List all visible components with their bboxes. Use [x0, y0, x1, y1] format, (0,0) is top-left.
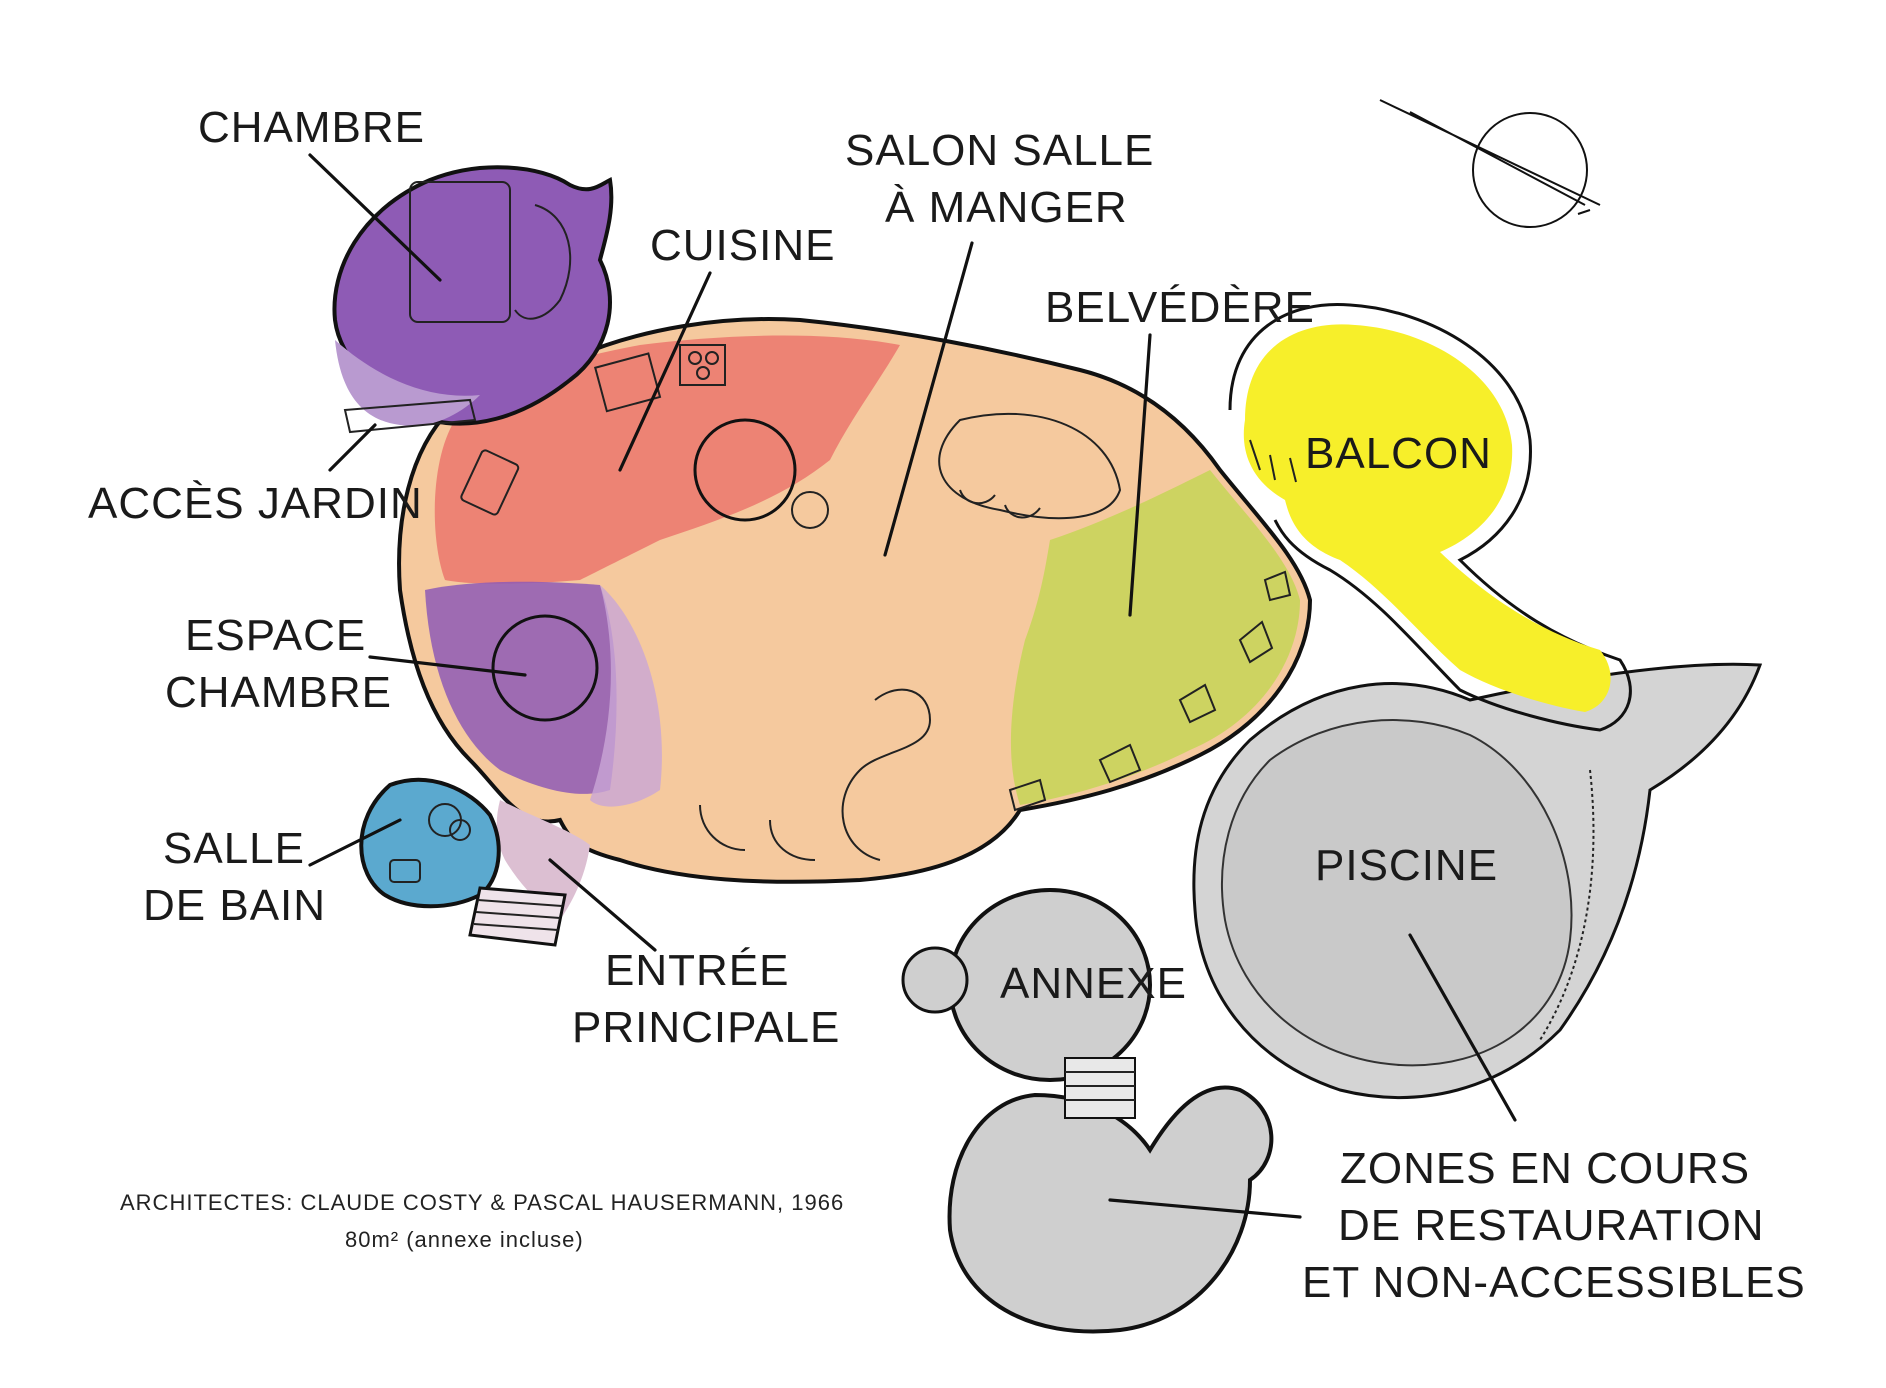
- north-arrow-icon: [1379, 99, 1601, 228]
- label-zones-2: DE RESTAURATION: [1338, 1201, 1765, 1250]
- label-espace-chambre-1: ESPACE: [185, 611, 366, 660]
- label-cuisine: CUISINE: [650, 221, 835, 270]
- belvedere-area: [1010, 470, 1300, 805]
- chambre-zone: [332, 165, 614, 434]
- label-salle-de-bain-2: DE BAIN: [143, 881, 326, 930]
- entree-stairs: [468, 886, 567, 947]
- cuisine-area: [434, 335, 900, 584]
- label-entree-2: PRINCIPALE: [572, 1003, 840, 1052]
- label-entree-1: ENTRÉE: [605, 946, 789, 995]
- label-piscine: PISCINE: [1315, 841, 1498, 890]
- label-salon-1: SALON SALLE: [845, 126, 1154, 175]
- salle-de-bain-room: [359, 777, 501, 909]
- balcon-zone: [1228, 302, 1632, 732]
- piscine-hatched-edge: [1539, 769, 1595, 1041]
- label-espace-chambre-2: CHAMBRE: [165, 668, 392, 717]
- stove-icon: [679, 344, 726, 386]
- salle-de-bain-zone: [359, 777, 501, 909]
- credit-area: 80m² (annexe incluse): [345, 1227, 584, 1252]
- label-salle-de-bain-1: SALLE: [163, 824, 305, 873]
- annexe-lower-room: [947, 1085, 1274, 1334]
- label-chambre: CHAMBRE: [198, 103, 425, 152]
- label-balcon: BALCON: [1305, 429, 1492, 478]
- label-annexe: ANNEXE: [1000, 959, 1187, 1008]
- annexe-stair: [1064, 1057, 1136, 1119]
- label-zones-3: ET NON-ACCESSIBLES: [1302, 1258, 1806, 1307]
- credits: ARCHITECTES: CLAUDE COSTY & PASCAL HAUSE…: [120, 1190, 844, 1252]
- chambre-room: [332, 165, 614, 426]
- leader-salle-de-bain: [308, 818, 402, 867]
- annexe-zone: [901, 888, 1274, 1334]
- espace-chambre-area: [425, 581, 617, 794]
- leader-cuisine: [618, 271, 712, 472]
- espace-chambre-circle: [491, 614, 599, 722]
- leader-acces-jardin: [328, 423, 377, 472]
- leader-zones-piscine: [1408, 933, 1517, 1122]
- leader-entree: [548, 858, 657, 952]
- leader-chambre: [308, 153, 442, 282]
- leader-espace-chambre: [368, 655, 527, 677]
- room-labels: CHAMBRE ACCÈS JARDIN ESPACE CHAMBRE SALL…: [88, 103, 1806, 1307]
- leader-belvedere: [1128, 333, 1152, 617]
- main-house: [397, 317, 1313, 920]
- label-salon-2: À MANGER: [885, 183, 1128, 232]
- sink-icon: [460, 449, 520, 516]
- balcon-floor: [1243, 324, 1611, 712]
- annexe-small-lobe: [901, 946, 969, 1014]
- leader-lines: [308, 153, 1517, 1219]
- balcon-outer-wall: [1228, 302, 1632, 732]
- piscine-inner-edge: [1221, 719, 1573, 1067]
- piscine-zone: [1192, 662, 1763, 1099]
- entree-area: [496, 800, 590, 920]
- leader-zones-annexe: [1108, 1198, 1302, 1219]
- label-belvedere: BELVÉDÈRE: [1045, 283, 1315, 332]
- credit-architects: ARCHITECTES: CLAUDE COSTY & PASCAL HAUSE…: [120, 1190, 844, 1215]
- leader-salon: [883, 241, 974, 557]
- label-zones-1: ZONES EN COURS: [1340, 1144, 1750, 1193]
- label-acces-jardin: ACCÈS JARDIN: [88, 479, 423, 528]
- table-circle: [693, 418, 797, 522]
